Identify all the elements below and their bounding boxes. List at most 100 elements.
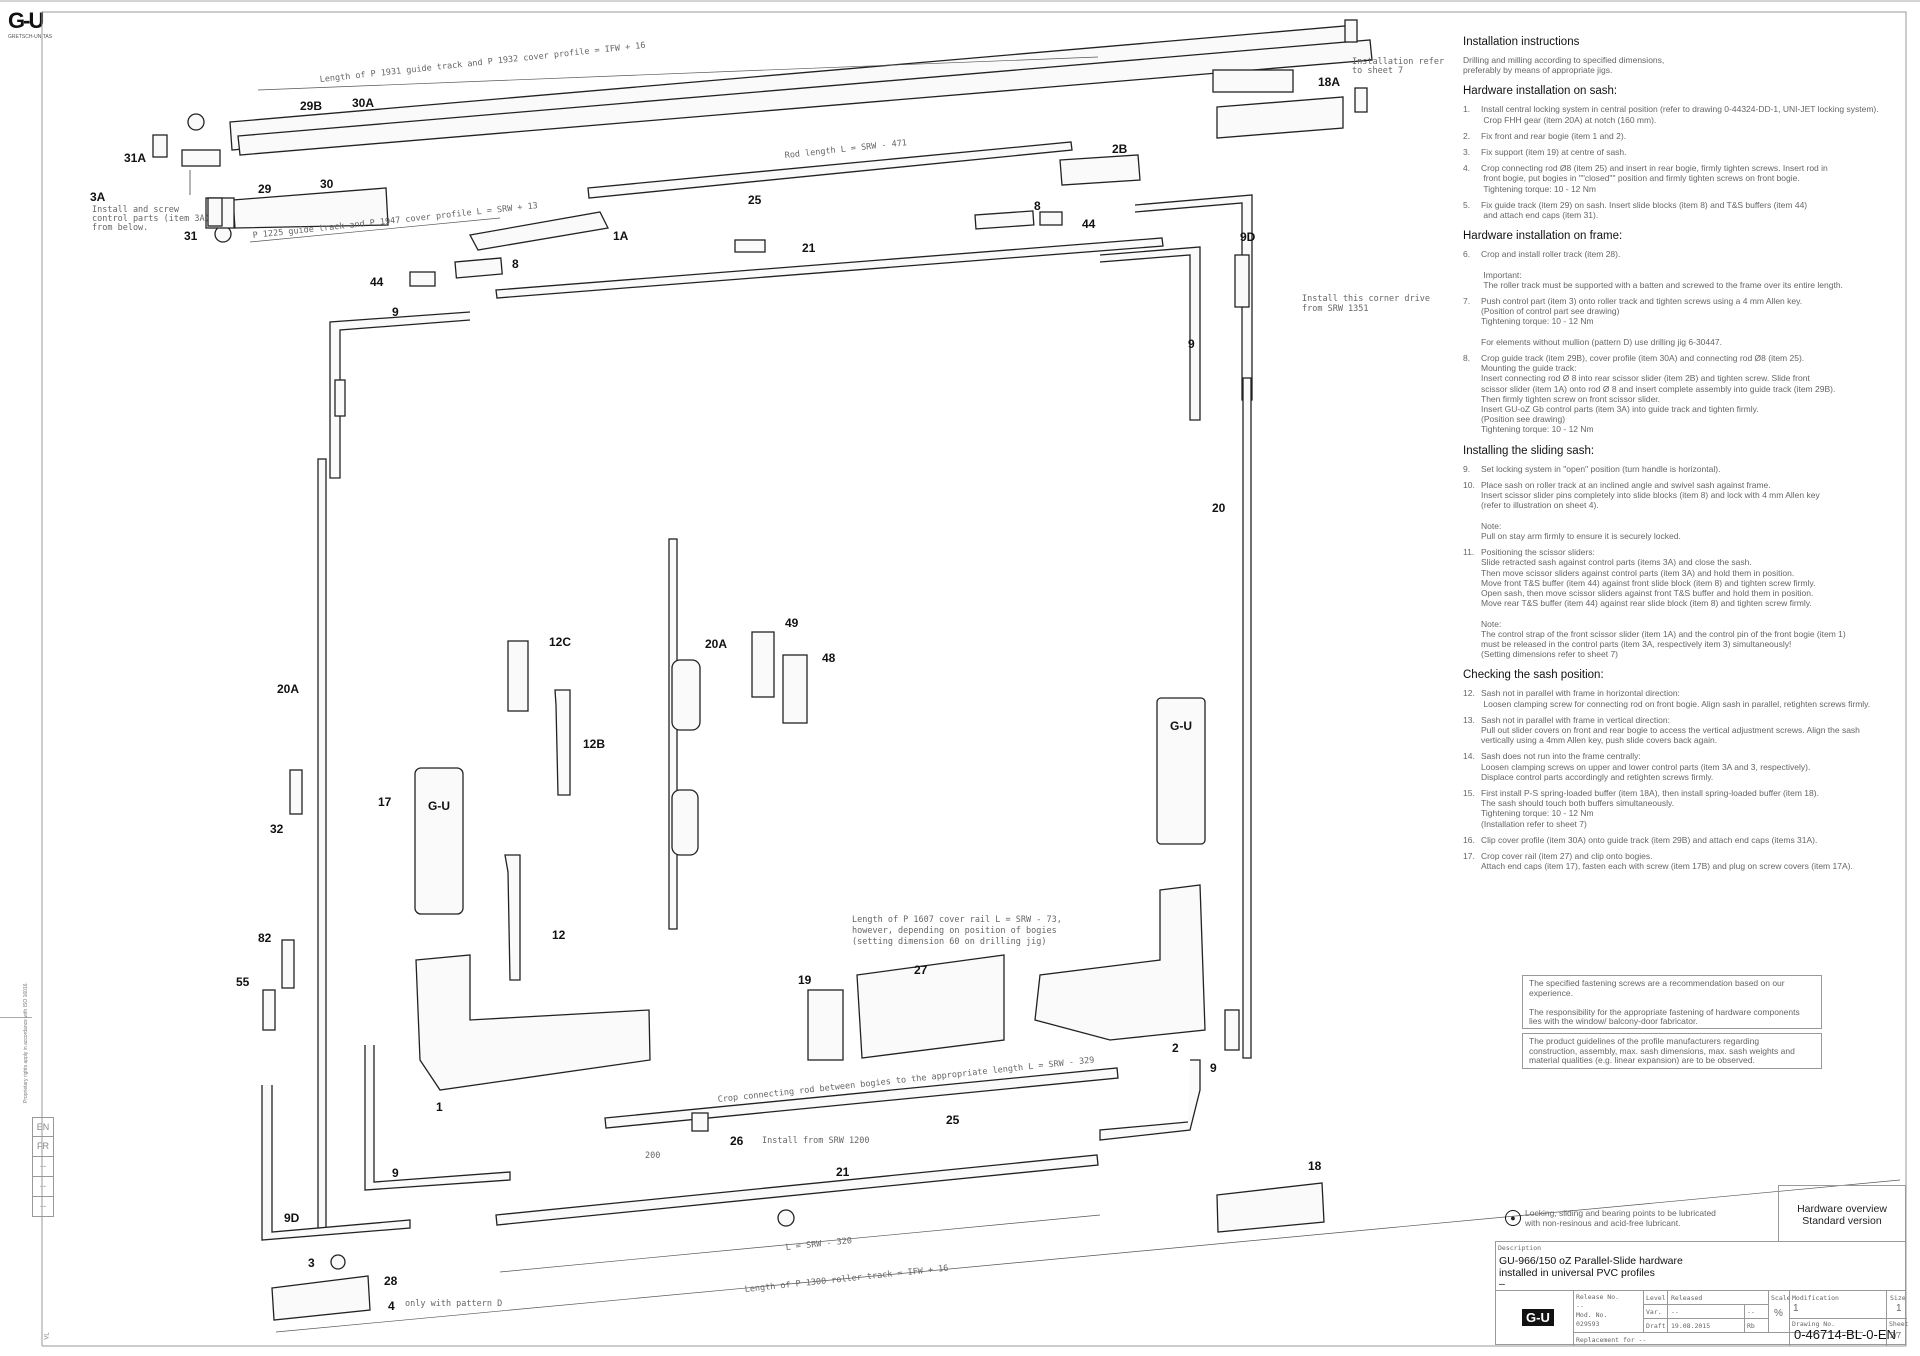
language-tab[interactable]: EN: [32, 1117, 54, 1137]
cover-rail-note-1: Length of P 1607 cover rail L = SRW - 73…: [852, 915, 1062, 925]
striker: [734, 239, 766, 253]
cover-rail-27: [856, 954, 1005, 1059]
end-cap-17: [414, 767, 464, 915]
dimension-line: [249, 217, 501, 243]
roller-track-length-note: Length of P 1300 roller track = IFW + 16: [744, 1264, 949, 1295]
slide-block-8: [454, 257, 503, 279]
handle-12B: [554, 689, 571, 796]
locking-bar-21: [495, 237, 1164, 299]
instruction-step: 13.Sash not in parallel with frame in ve…: [1463, 715, 1903, 746]
instruction-step: 16.Clip cover profile (item 30A) onto gu…: [1463, 835, 1903, 845]
scale-value: %: [1774, 1308, 1783, 1319]
sheet-title-box: Hardware overview Standard version: [1778, 1185, 1906, 1241]
instructions-column: Installation instructions Drilling and m…: [1463, 36, 1903, 877]
language-tab[interactable]: --: [32, 1177, 54, 1197]
scale-label: Scale: [1771, 1294, 1791, 1302]
item-label: 1A: [613, 229, 629, 243]
item-label: 31: [184, 229, 198, 243]
release-no-label: Release No.: [1576, 1293, 1620, 1301]
corner-drive-9: [1099, 246, 1201, 421]
item-label: 31A: [124, 151, 146, 165]
corner-drive-9: [364, 1045, 511, 1191]
drawing-no-label: Drawing No.: [1792, 1320, 1836, 1328]
step-number: 1.: [1463, 104, 1471, 115]
item-label: 2B: [1112, 142, 1128, 156]
section-heading: Hardware installation on frame:: [1463, 230, 1623, 243]
language-tab[interactable]: --: [32, 1197, 54, 1217]
step-number: 5.: [1463, 199, 1471, 210]
step-number: 15.: [1463, 787, 1475, 798]
end-cap: [1344, 19, 1358, 43]
step-number: 4.: [1463, 163, 1471, 174]
ts-buffer-44: [409, 271, 436, 287]
item-label: 9D: [284, 1211, 300, 1225]
level-label: Level: [1646, 1294, 1666, 1302]
corner-drive-note-2: from SRW 1351: [1302, 304, 1369, 314]
handle-12: [504, 854, 521, 981]
gu-logo-mark: G-U: [8, 8, 44, 33]
install-26-note: Install from SRW 1200: [762, 1136, 869, 1146]
instruction-step: 15. First install P-S spring-loaded buffe…: [1463, 788, 1903, 829]
step-text: Crop connecting rod Ø8 (item 25) and ins…: [1481, 163, 1828, 194]
step-number: 9.: [1463, 463, 1471, 474]
var-value: --: [1671, 1308, 1679, 1316]
item-label: 26: [730, 1134, 744, 1148]
instruction-section: Installing the sliding sash:9.Set lockin…: [1463, 445, 1903, 660]
cylinder-plate-49: [751, 631, 775, 698]
item-label: 18A: [1318, 75, 1340, 89]
step-text: Install central locking system in centra…: [1481, 104, 1879, 125]
draft-label: Draft: [1646, 1322, 1666, 1330]
instruction-step: 17.Crop cover rail (item 27) and clip on…: [1463, 851, 1903, 871]
item-label: 25: [748, 193, 762, 207]
release-no: --: [1576, 1302, 1584, 1310]
draft-by: Rb: [1747, 1322, 1755, 1330]
item-label: 17: [378, 795, 392, 809]
item-label: 30A: [352, 96, 374, 110]
sheet-label: Sheet: [1889, 1320, 1909, 1328]
step-text: Sash not in parallel with frame in horiz…: [1481, 688, 1871, 709]
keep-55: [262, 989, 276, 1031]
item-label: 9: [392, 1166, 399, 1180]
sheet-title-1: Hardware overview: [1797, 1203, 1887, 1215]
locking-bar-21: [495, 1154, 1099, 1226]
item-label: 29B: [300, 99, 322, 113]
step-number: 16.: [1463, 834, 1475, 845]
instruction-step: 12. Sash not in parallel with frame in ho…: [1463, 688, 1903, 708]
step-text: First install P-S spring-loaded buffer (…: [1481, 787, 1819, 829]
section-heading: Checking the sash position:: [1463, 669, 1604, 682]
end-cap-31: [207, 197, 223, 227]
installation-refer-1: Installation refer: [1352, 57, 1444, 67]
gu-mark: G-U: [1170, 719, 1192, 733]
step-text: Crop and install roller track (item 28).…: [1481, 249, 1843, 290]
instruction-step: 11.Positioning the scissor sliders: Slid…: [1463, 547, 1903, 659]
item-label: 29: [258, 182, 272, 196]
instruction-step: 14. Sash does not run into the frame cent…: [1463, 751, 1903, 782]
item-label: 19: [798, 973, 812, 987]
step-number: 6.: [1463, 249, 1471, 260]
step-number: 13.: [1463, 714, 1475, 725]
item-label: 9D: [1240, 230, 1256, 244]
cover-rail-note-2: however, depending on position of bogies: [852, 926, 1057, 936]
item-label: 21: [802, 241, 816, 255]
step-number: 12.: [1463, 688, 1475, 699]
section-heading: Hardware installation on sash:: [1463, 85, 1618, 98]
step-number: 7.: [1463, 296, 1471, 307]
step-number: 17.: [1463, 850, 1475, 861]
item-label: 3A: [90, 190, 106, 204]
spring-buffer-18: [1216, 1182, 1325, 1233]
item-label: 12: [552, 928, 566, 942]
step-number: 14.: [1463, 751, 1475, 762]
language-tab[interactable]: FR: [32, 1137, 54, 1157]
step-text: Sash does not run into the frame central…: [1481, 751, 1811, 782]
item-label: 25: [946, 1113, 960, 1127]
title-block-grid: G-U Release No. -- Mod. No. 029593 Repla…: [1495, 1290, 1909, 1346]
install-3A-note-1: Install and screw: [92, 205, 180, 215]
item-label: 20: [1212, 501, 1226, 515]
instructions-intro: Installation instructions Drilling and m…: [1463, 36, 1903, 75]
language-tab[interactable]: --: [32, 1157, 54, 1177]
keep-32: [289, 769, 303, 815]
step-text: Push control part (item 3) onto roller t…: [1481, 296, 1803, 347]
gu-mark: G-U: [428, 799, 450, 813]
section-heading: Installing the sliding sash:: [1463, 444, 1595, 457]
